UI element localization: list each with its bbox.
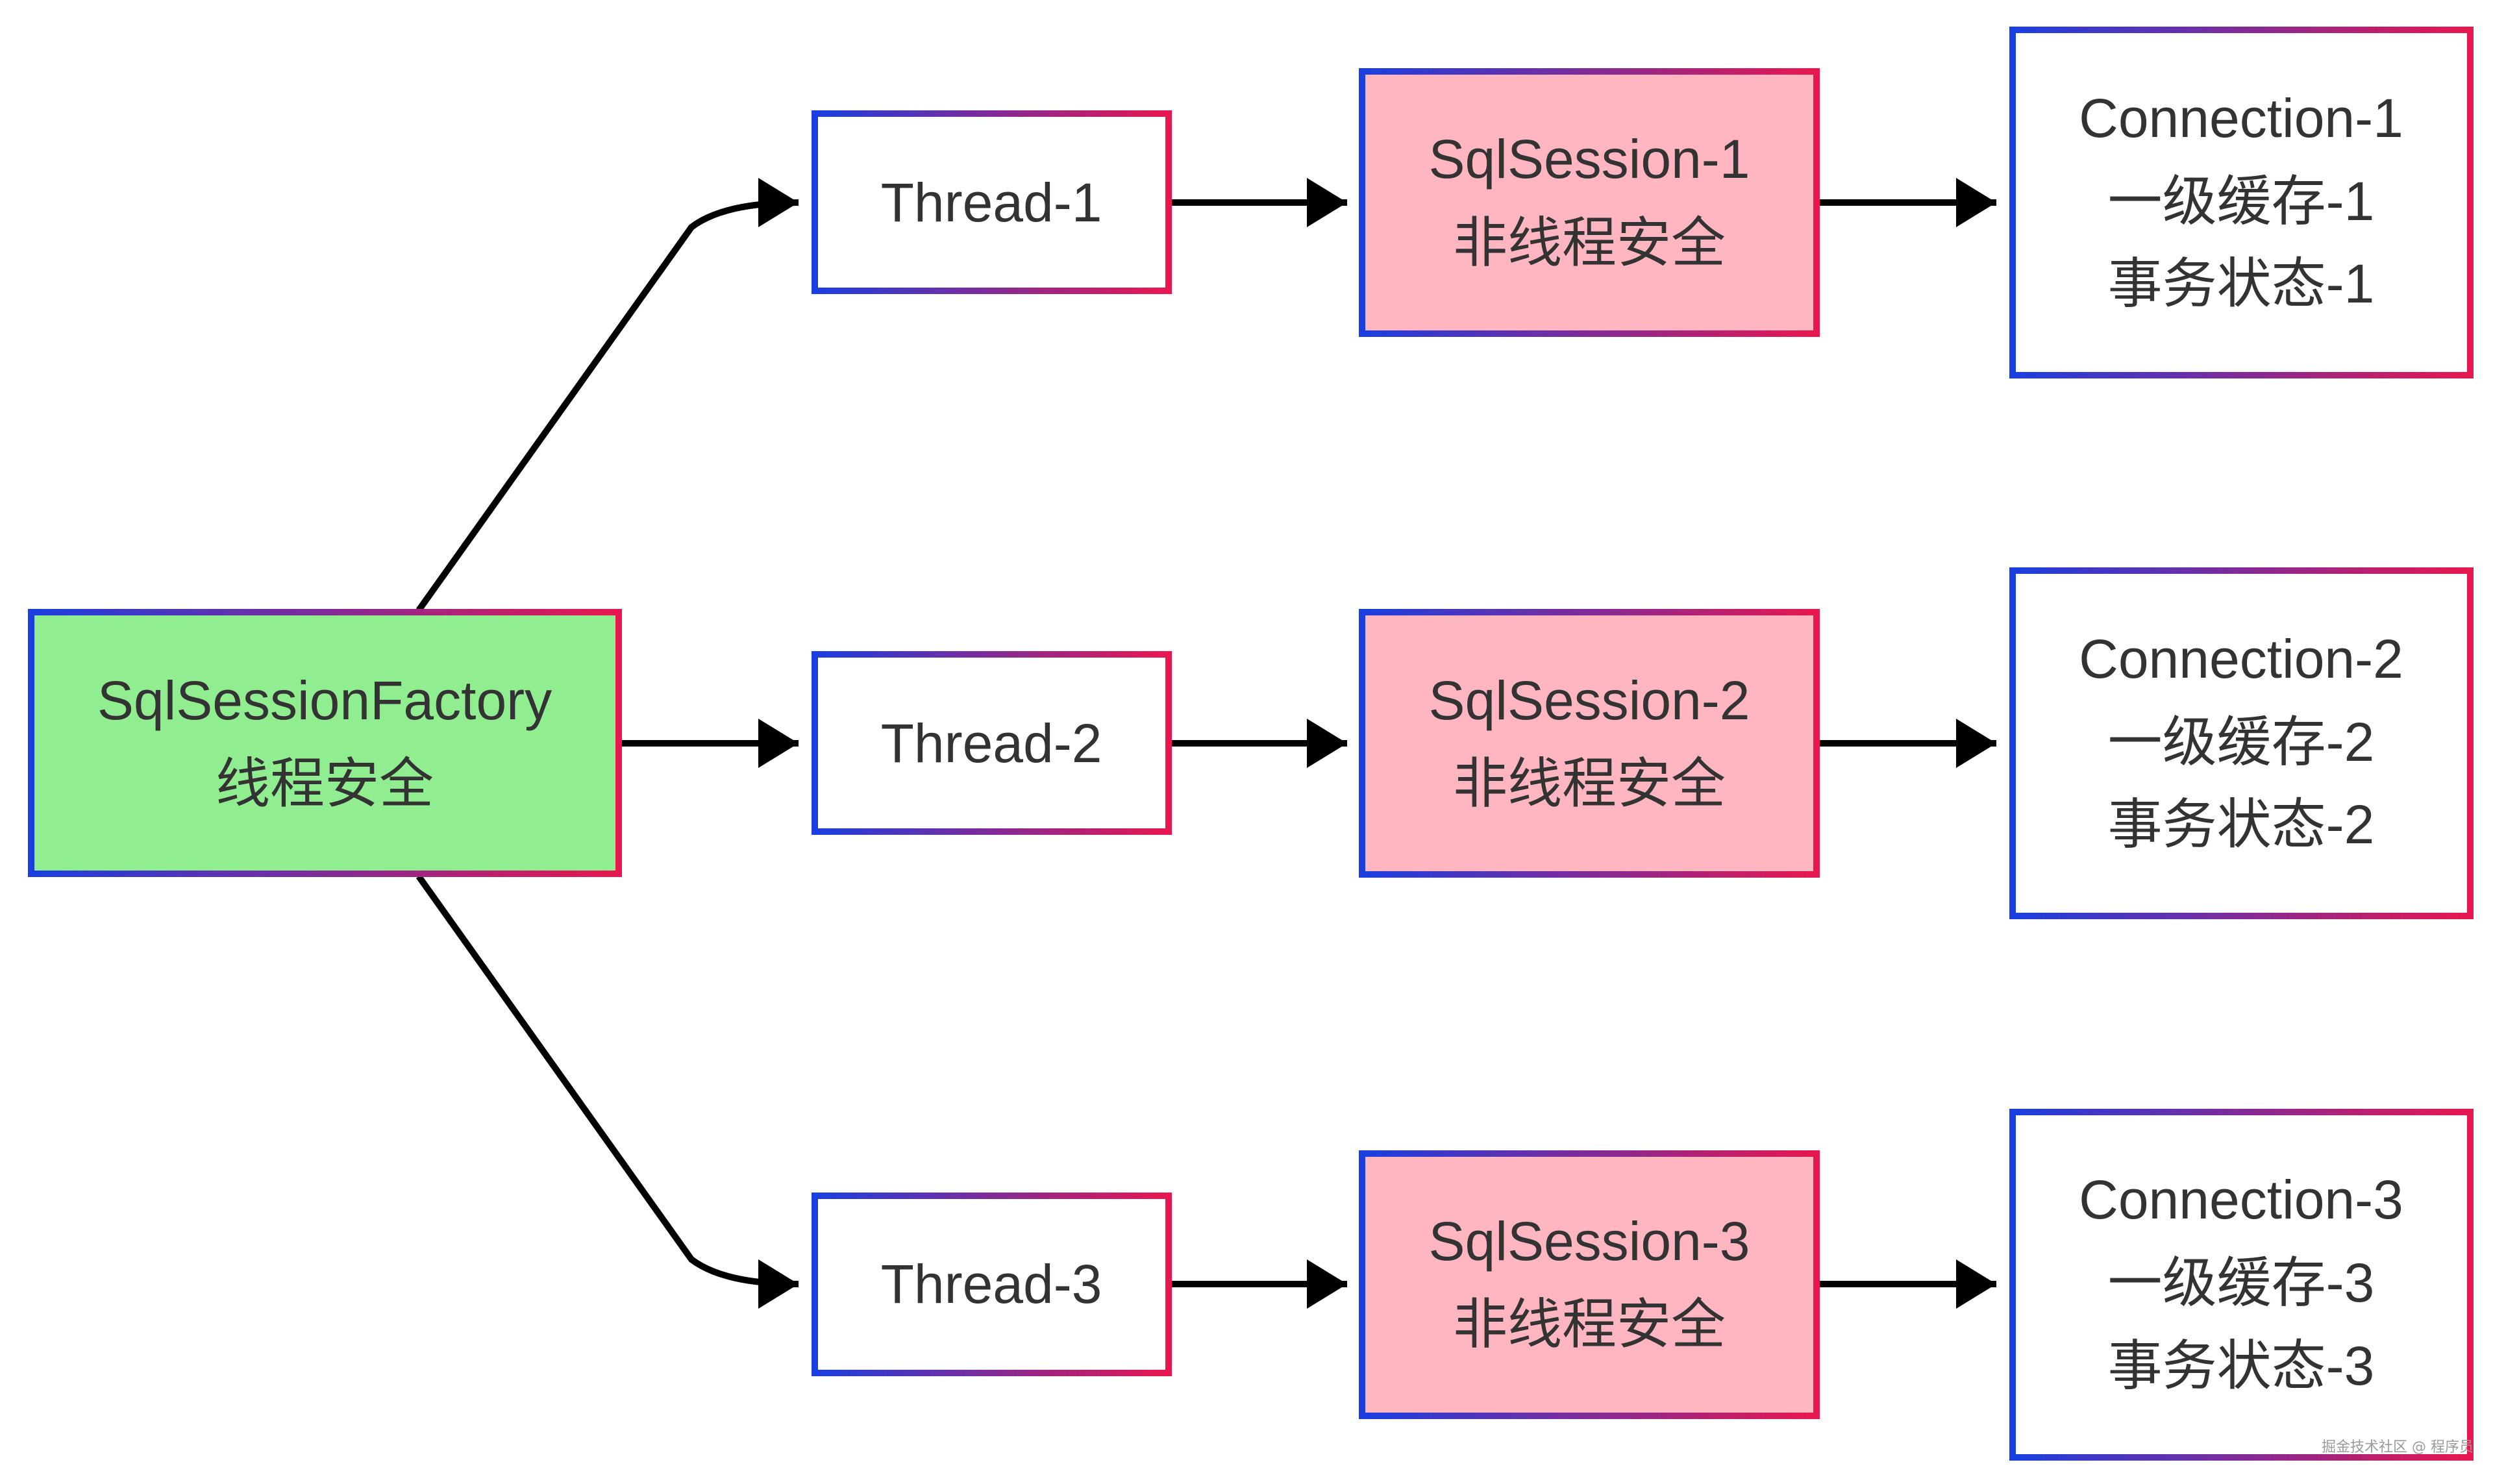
session-note: 非线程安全 xyxy=(1453,212,1726,273)
thread-node-2: Thread-2 xyxy=(812,651,1172,835)
connection-node-1: Connection-1 一级缓存-1 事务状态-1 xyxy=(2009,27,2474,378)
connection-transaction: 事务状态-1 xyxy=(2108,253,2375,314)
thread-box xyxy=(812,1193,1172,1376)
factory-name: SqlSessionFactory xyxy=(97,670,552,731)
session-box xyxy=(1359,609,1820,878)
session-name: SqlSession-3 xyxy=(1429,1211,1750,1272)
session-box xyxy=(1359,68,1820,337)
session-note: 非线程安全 xyxy=(1453,753,1726,814)
connection-cache: 一级缓存-3 xyxy=(2108,1252,2375,1313)
connection-box xyxy=(2009,1109,2474,1461)
connection-name: Connection-1 xyxy=(2079,88,2403,149)
thread-label: Thread-3 xyxy=(881,1254,1102,1315)
connection-box xyxy=(2009,567,2474,919)
factory-node: SqlSessionFactory 线程安全 xyxy=(28,609,622,877)
connection-cache: 一级缓存-1 xyxy=(2108,171,2375,232)
edges xyxy=(416,178,1996,1309)
session-note: 非线程安全 xyxy=(1453,1294,1726,1355)
factory-box xyxy=(28,609,622,877)
watermark: 掘金技术社区 @ 程序员 xyxy=(2322,1439,2474,1455)
thread-node-3: Thread-3 xyxy=(812,1193,1172,1376)
connection-transaction: 事务状态-3 xyxy=(2108,1335,2375,1396)
session-box xyxy=(1359,1150,1820,1419)
session-name: SqlSession-2 xyxy=(1429,670,1750,731)
factory-note: 线程安全 xyxy=(216,753,434,814)
thread-box xyxy=(812,651,1172,835)
connection-cache: 一级缓存-2 xyxy=(2108,711,2375,773)
thread-label: Thread-2 xyxy=(881,713,1102,774)
edge-factory-to-thread-3 xyxy=(416,874,799,1309)
connection-transaction: 事务状态-2 xyxy=(2108,794,2375,855)
thread-node-1: Thread-1 xyxy=(812,110,1172,294)
connection-name: Connection-2 xyxy=(2079,628,2403,689)
session-node-3: SqlSession-3 非线程安全 xyxy=(1359,1150,1820,1419)
session-name: SqlSession-1 xyxy=(1429,129,1750,190)
thread-box xyxy=(812,110,1172,294)
session-node-1: SqlSession-1 非线程安全 xyxy=(1359,68,1820,337)
connection-node-2: Connection-2 一级缓存-2 事务状态-2 xyxy=(2009,567,2474,919)
connection-node-3: Connection-3 一级缓存-3 事务状态-3 xyxy=(2009,1109,2474,1461)
thread-label: Thread-1 xyxy=(881,172,1102,233)
connection-box xyxy=(2009,27,2474,378)
connection-name: Connection-3 xyxy=(2079,1169,2403,1230)
session-node-2: SqlSession-2 非线程安全 xyxy=(1359,609,1820,878)
edge-factory-to-thread-1 xyxy=(416,178,799,612)
